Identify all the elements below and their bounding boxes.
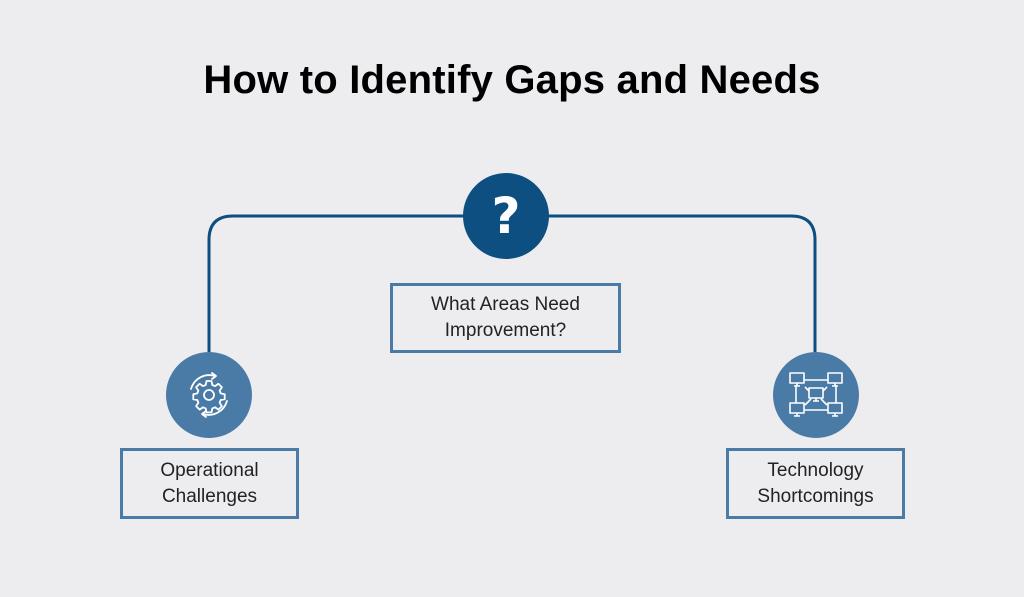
right-label-line2: Shortcomings: [757, 485, 874, 507]
center-label-line1: What Areas Need: [431, 294, 580, 315]
center-label-box: What Areas Need Improvement?: [390, 283, 621, 353]
left-label-line1: Operational: [160, 459, 259, 481]
gear-cycle-icon: [166, 352, 252, 438]
diagram-title: How to Identify Gaps and Needs: [203, 58, 821, 102]
question-mark-icon: ?: [463, 173, 549, 259]
center-label-line2: Improvement?: [444, 320, 567, 341]
network-computers-icon: [773, 352, 859, 438]
left-label-box: Operational Challenges: [120, 448, 299, 519]
left-label-line2: Challenges: [161, 485, 258, 507]
right-label-line1: Technology: [767, 459, 864, 481]
right-label-box: Technology Shortcomings: [726, 448, 905, 519]
